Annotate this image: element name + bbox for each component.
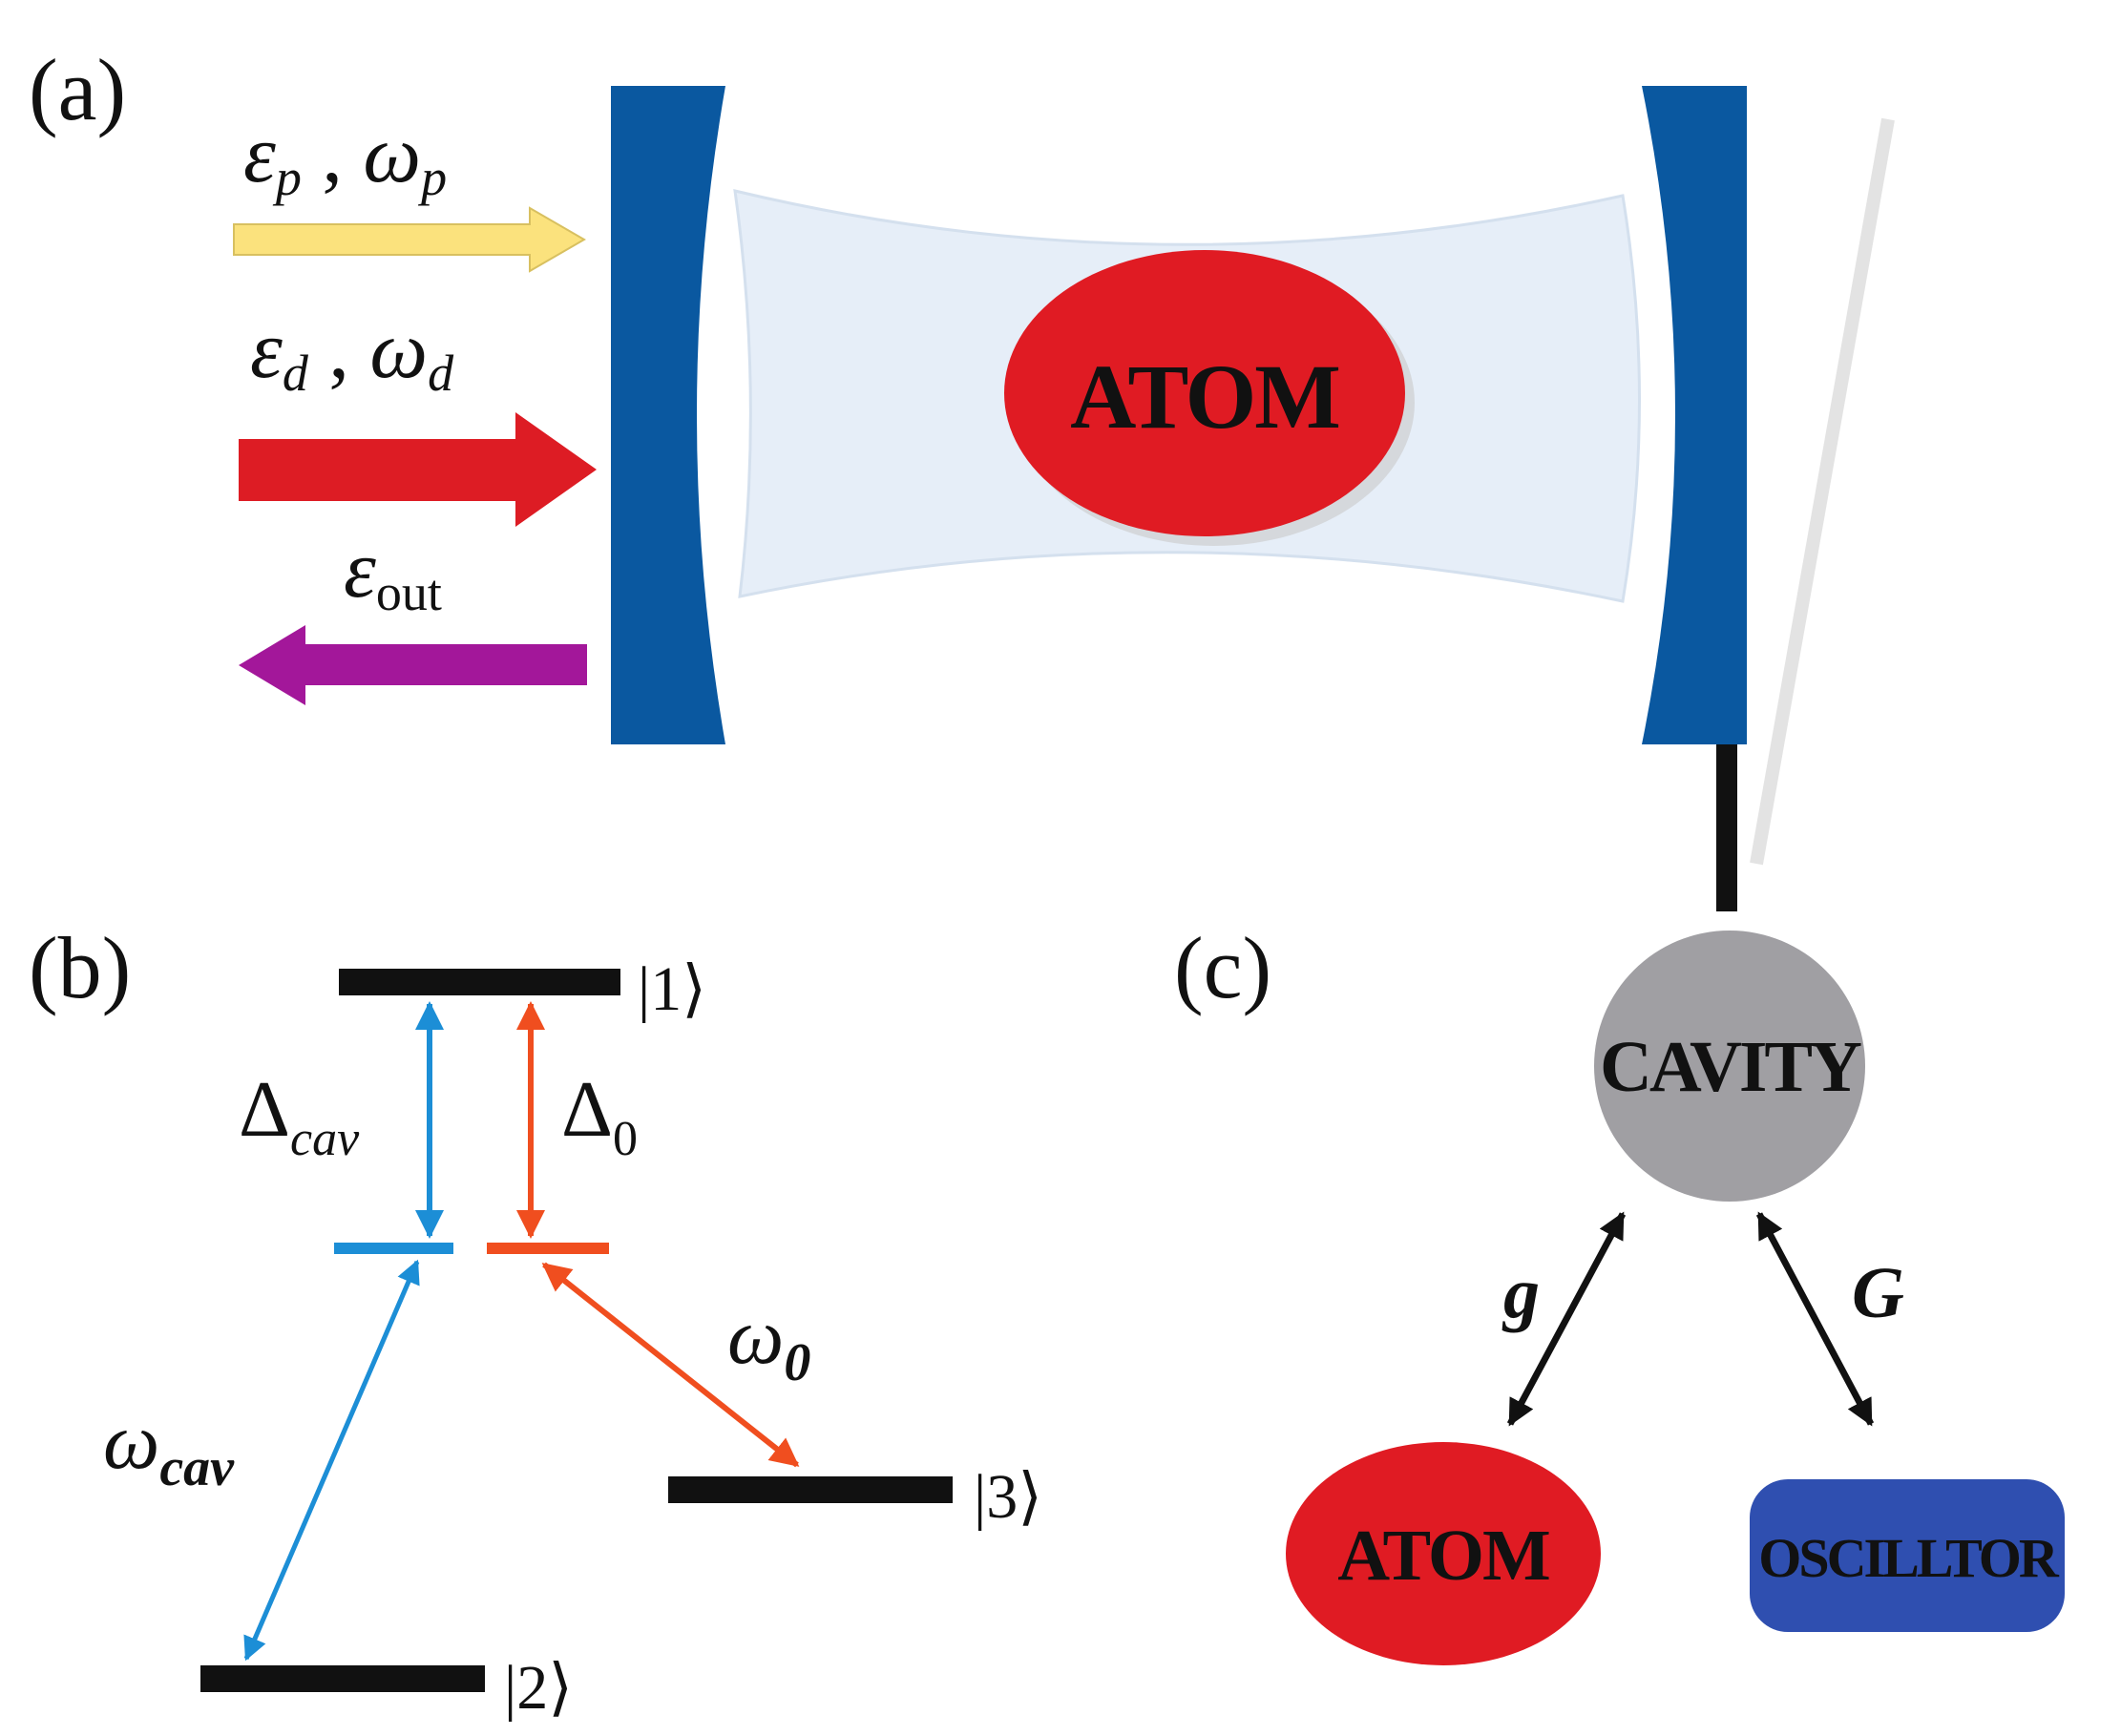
membrane-line xyxy=(1750,117,1895,866)
control-detuned-level xyxy=(487,1243,609,1254)
cavity-atom xyxy=(1004,250,1405,536)
probe-arrow xyxy=(233,206,586,273)
panel-b-label: (b) xyxy=(29,919,131,1016)
cavity-node xyxy=(1594,931,1865,1202)
oscillator-node xyxy=(1750,1479,2065,1632)
omega-0-transition-arrow xyxy=(541,1262,800,1468)
probe-field-label: εp , ωp xyxy=(243,108,447,206)
oscillator-node-label: OSCILLTOR xyxy=(1758,1527,2060,1589)
panel-c: (c) CAVITY g G ATOM OSCILLTOR xyxy=(1174,919,2065,1665)
drive-arrow xyxy=(239,412,597,527)
right-mirror xyxy=(1642,86,1747,744)
output-arrow xyxy=(239,625,587,705)
level-1-bar xyxy=(339,969,620,995)
drive-field-label: εd , ωd xyxy=(250,303,454,402)
level-1-label: |1⟩ xyxy=(638,954,706,1024)
omega-0-label: ω0 xyxy=(727,1292,810,1392)
delta-0-label: Δ0 xyxy=(561,1065,638,1166)
g-coupling-arrow xyxy=(1506,1211,1627,1427)
g-coupling-label: g xyxy=(1502,1253,1540,1333)
panel-a: (a) ATOM εp , ωp εd , ωd εout xyxy=(29,41,1895,911)
G-coupling-arrow xyxy=(1755,1211,1875,1427)
delta-cav-label: Δcav xyxy=(239,1065,360,1166)
left-mirror xyxy=(611,86,725,744)
mirror-support-rod xyxy=(1716,744,1737,911)
level-3-bar xyxy=(668,1476,953,1503)
output-field-label: εout xyxy=(344,523,442,621)
level-3-label: |3⟩ xyxy=(974,1462,1042,1532)
panel-b: (b) |1⟩ Δcav Δ0 |2⟩ |3⟩ ωcav ω0 xyxy=(29,919,1042,1723)
omega-cav-transition-arrow xyxy=(243,1259,420,1662)
panel-c-label: (c) xyxy=(1174,919,1271,1016)
cavity-detuned-level xyxy=(334,1243,453,1254)
atom-node xyxy=(1286,1442,1601,1665)
omega-cav-label: ωcav xyxy=(103,1397,235,1497)
atom-node-label: ATOM xyxy=(1337,1516,1549,1596)
cavity-atom-label: ATOM xyxy=(1070,345,1339,448)
cavity-node-label: CAVITY xyxy=(1600,1027,1861,1107)
G-coupling-label: G xyxy=(1852,1253,1904,1333)
panel-a-label: (a) xyxy=(29,41,126,138)
level-2-label: |2⟩ xyxy=(504,1653,573,1723)
level-2-bar xyxy=(200,1665,485,1692)
